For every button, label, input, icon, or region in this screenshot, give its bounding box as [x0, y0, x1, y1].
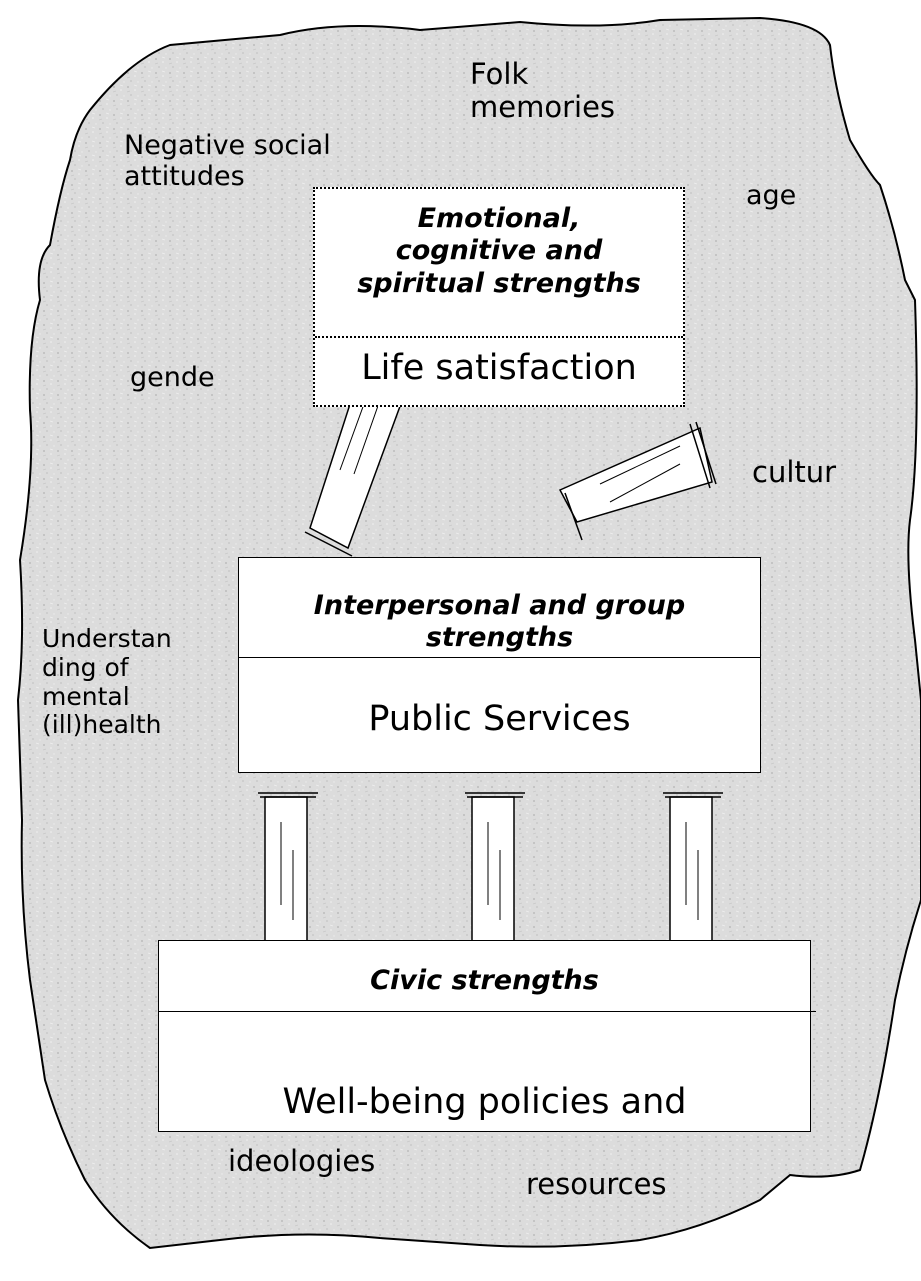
pillar-right-slanted	[558, 421, 717, 541]
label-gender: gende	[130, 362, 215, 393]
label-negative-social-attitudes: Negative social attitudes	[124, 130, 331, 190]
label-age: age	[746, 180, 797, 211]
pillar-vertical-3	[663, 792, 723, 946]
label-ideologies: ideologies	[228, 1145, 376, 1178]
pillar-vertical-1	[258, 792, 318, 946]
box-interpersonal-body: Public Services	[368, 699, 631, 739]
label-resources: resources	[526, 1167, 667, 1201]
box-civic-divider	[159, 1011, 816, 1012]
label-understanding-mental-health: Understan ding of mental (ill)health	[42, 624, 172, 740]
box-emotional-heading: Emotional, cognitive and spiritual stren…	[357, 203, 641, 299]
box-interpersonal-divider	[239, 657, 760, 658]
box-civic-heading: Civic strengths	[370, 965, 599, 996]
box-emotional-divider	[315, 336, 683, 338]
box-emotional-body: Life satisfaction	[361, 348, 637, 388]
label-folk-memories: Folk memories	[470, 57, 616, 125]
box-civic-strengths: Civic strengths Well-being policies and	[158, 940, 816, 1132]
box-interpersonal-heading: Interpersonal and group strengths	[313, 590, 686, 654]
box-interpersonal-strengths: Interpersonal and group strengths Public…	[238, 557, 761, 773]
box-emotional-strengths: Emotional, cognitive and spiritual stren…	[313, 187, 685, 407]
label-culture: cultur	[752, 455, 837, 489]
box-civic-body: Well-being policies and	[282, 1082, 687, 1122]
